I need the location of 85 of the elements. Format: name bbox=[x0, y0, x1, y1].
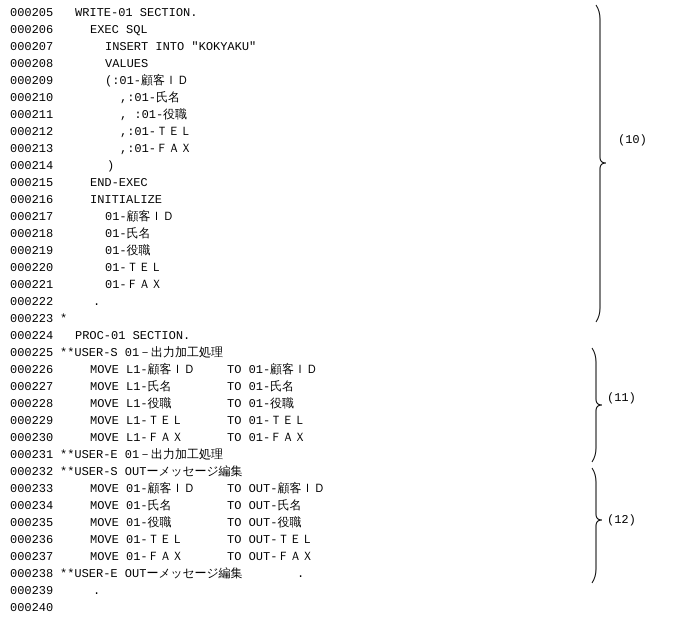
code-text: . bbox=[297, 566, 304, 583]
code-text: MOVE L1-ＴＥＬ bbox=[90, 413, 184, 430]
line-number: 000213 bbox=[10, 141, 54, 158]
line-number: 000230 bbox=[10, 430, 54, 447]
code-text: MOVE 01-役職 bbox=[90, 515, 172, 532]
code-text: MOVE 01-顧客ＩＤ bbox=[90, 481, 196, 498]
line-number: 000209 bbox=[10, 73, 54, 90]
code-text: 01-ＦＡＸ bbox=[105, 277, 163, 294]
line-number: 000206 bbox=[10, 22, 54, 39]
code-text: MOVE 01-氏名 bbox=[90, 498, 172, 515]
line-number: 000211 bbox=[10, 107, 54, 124]
line-number: 000234 bbox=[10, 498, 54, 515]
callout-number: (10) bbox=[618, 132, 647, 149]
line-number: 000221 bbox=[10, 277, 54, 294]
code-text: TO 01-ＦＡＸ bbox=[227, 430, 306, 447]
line-number: 000240 bbox=[10, 600, 54, 617]
line-number: 000217 bbox=[10, 209, 54, 226]
code-text: WRITE-01 SECTION. bbox=[75, 5, 198, 22]
code-text: TO OUT-ＦＡＸ bbox=[227, 549, 314, 566]
line-number: 000208 bbox=[10, 56, 54, 73]
code-text: INSERT INTO "KOKYAKU" bbox=[105, 39, 256, 56]
code-text: MOVE L1-役職 bbox=[90, 396, 172, 413]
line-number: 000225 bbox=[10, 345, 54, 362]
line-number: 000224 bbox=[10, 328, 54, 345]
code-text: . bbox=[93, 294, 100, 311]
line-number: 000237 bbox=[10, 549, 54, 566]
code-text: , :01-役職 bbox=[120, 107, 188, 124]
code-text: MOVE 01-ＴＥＬ bbox=[90, 532, 184, 549]
code-text: 01-顧客ＩＤ bbox=[105, 209, 175, 226]
code-text: **USER-E 01－出力加工処理 bbox=[60, 447, 224, 464]
code-text: **USER-S 01－出力加工処理 bbox=[60, 345, 224, 362]
line-number: 000229 bbox=[10, 413, 54, 430]
line-number: 000231 bbox=[10, 447, 54, 464]
line-number: 000238 bbox=[10, 566, 54, 583]
code-text: MOVE 01-ＦＡＸ bbox=[90, 549, 184, 566]
code-text: * bbox=[60, 311, 68, 328]
code-text: ,:01-ＴＥＬ bbox=[120, 124, 192, 141]
line-number: 000223 bbox=[10, 311, 54, 328]
code-text: 01-役職 bbox=[105, 243, 151, 260]
line-number: 000215 bbox=[10, 175, 54, 192]
line-number: 000214 bbox=[10, 158, 54, 175]
code-text: **USER-S OUTーメッセージ編集 bbox=[60, 464, 242, 481]
code-text: . bbox=[93, 583, 100, 600]
code-text: ,:01-氏名 bbox=[120, 90, 180, 107]
line-number: 000210 bbox=[10, 90, 54, 107]
code-text: TO 01-ＴＥＬ bbox=[227, 413, 306, 430]
code-text: TO OUT-顧客ＩＤ bbox=[227, 481, 326, 498]
line-number: 000239 bbox=[10, 583, 54, 600]
code-text: INITIALIZE bbox=[90, 192, 162, 209]
code-text: TO 01-顧客ＩＤ bbox=[227, 362, 318, 379]
line-number: 000207 bbox=[10, 39, 54, 56]
code-text: (:01-顧客ＩＤ bbox=[105, 73, 190, 90]
code-text: END-EXEC bbox=[90, 175, 148, 192]
code-text: 01-氏名 bbox=[105, 226, 151, 243]
line-number: 000226 bbox=[10, 362, 54, 379]
line-number: 000218 bbox=[10, 226, 54, 243]
line-number: 000228 bbox=[10, 396, 54, 413]
code-text: MOVE L1-氏名 bbox=[90, 379, 172, 396]
line-number: 000233 bbox=[10, 481, 54, 498]
callout-number: (11) bbox=[607, 390, 636, 407]
code-text: EXEC SQL bbox=[90, 22, 148, 39]
code-text: TO OUT-ＴＥＬ bbox=[227, 532, 314, 549]
code-text: TO 01-役職 bbox=[227, 396, 294, 413]
line-number: 000220 bbox=[10, 260, 54, 277]
code-text: MOVE L1-ＦＡＸ bbox=[90, 430, 184, 447]
code-text: VALUES bbox=[105, 56, 148, 73]
line-number: 000212 bbox=[10, 124, 54, 141]
code-text: TO 01-氏名 bbox=[227, 379, 294, 396]
line-number: 000219 bbox=[10, 243, 54, 260]
line-number: 000236 bbox=[10, 532, 54, 549]
line-number: 000227 bbox=[10, 379, 54, 396]
code-text: PROC-01 SECTION. bbox=[75, 328, 190, 345]
code-text: **USER-E OUTーメッセージ編集 bbox=[60, 566, 242, 583]
code-text: ,:01-ＦＡＸ bbox=[120, 141, 192, 158]
code-text: MOVE L1-顧客ＩＤ bbox=[90, 362, 196, 379]
code-text: TO OUT-役職 bbox=[227, 515, 302, 532]
code-text: ) bbox=[107, 158, 114, 175]
callout-number: (12) bbox=[607, 512, 636, 529]
code-text: TO OUT-氏名 bbox=[227, 498, 302, 515]
line-number: 000205 bbox=[10, 5, 54, 22]
code-text: 01-ＴＥＬ bbox=[105, 260, 163, 277]
line-number: 000235 bbox=[10, 515, 54, 532]
line-number: 000216 bbox=[10, 192, 54, 209]
line-number: 000232 bbox=[10, 464, 54, 481]
line-number: 000222 bbox=[10, 294, 54, 311]
